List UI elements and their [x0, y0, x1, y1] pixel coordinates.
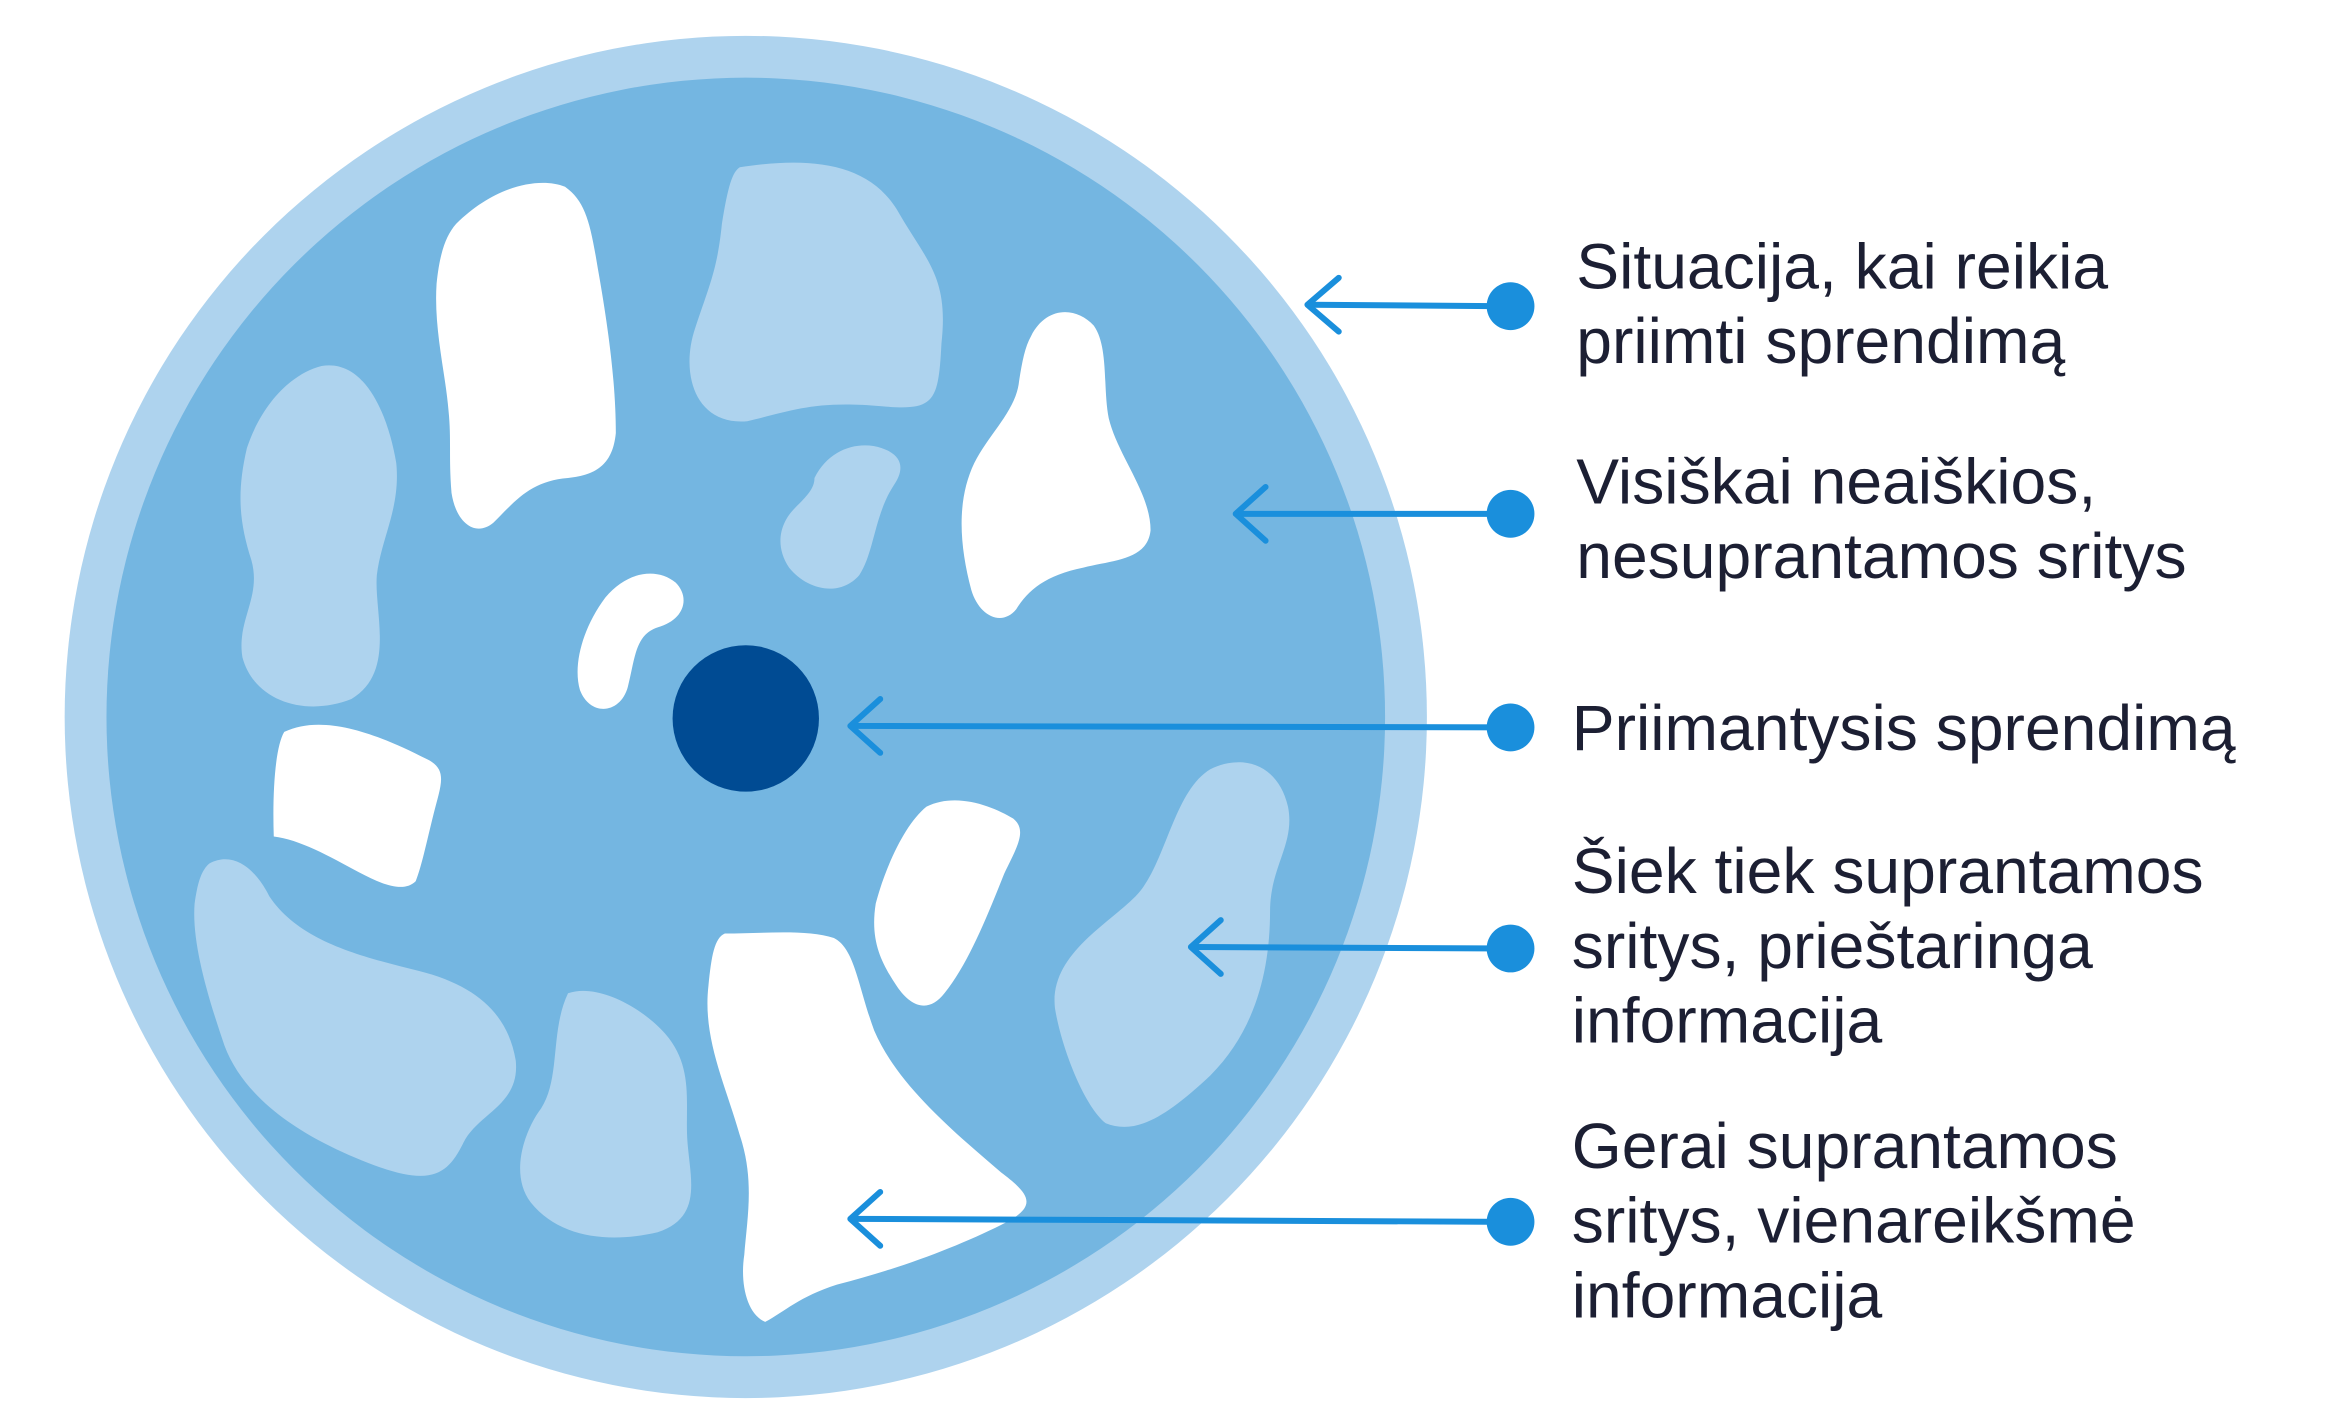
label-well-understood: Gerai suprantamos sritys, vienareikšmė i…	[1572, 1110, 2154, 1331]
white-blob	[577, 573, 684, 709]
connector-line	[853, 1215, 1510, 1225]
arrow-head-icon	[1187, 917, 1224, 977]
label-partially-understood: Šiek tiek suprantamos sritys, prieštarin…	[1572, 835, 2222, 1056]
connector-dot	[1486, 703, 1535, 752]
decision-maker-dot	[672, 645, 819, 792]
white-blob	[273, 724, 442, 887]
callout-partially-understood: Šiek tiek suprantamos sritys, prieštarin…	[1187, 835, 2222, 1057]
light-blob	[689, 162, 943, 422]
connector-line	[1193, 944, 1510, 952]
arrow-head-icon	[1304, 274, 1342, 335]
white-blob	[436, 182, 616, 529]
arrow-head-icon	[847, 1188, 884, 1249]
connector-line	[853, 722, 1510, 731]
connector-dot	[1486, 282, 1535, 331]
label-unclear-areas: Visiškai neaiškios, nesuprantamos sritys	[1576, 445, 2186, 592]
white-blob	[707, 932, 1027, 1322]
connector-dot	[1486, 1197, 1535, 1246]
light-blob	[520, 990, 692, 1238]
light-blob	[780, 445, 901, 589]
connector-dot	[1486, 924, 1535, 973]
light-blob	[240, 365, 397, 707]
light-blob	[1054, 762, 1290, 1127]
connector-line	[1310, 301, 1510, 310]
label-decision-maker: Priimantysis sprendimą	[1572, 692, 2236, 764]
light-blob	[194, 859, 517, 1176]
partially-understood-areas	[194, 162, 1290, 1238]
well-understood-areas	[273, 182, 1151, 1322]
callout-unclear-areas: Visiškai neaiškios, nesuprantamos sritys	[1232, 445, 2187, 592]
connector-dot	[1486, 489, 1535, 538]
white-blob	[874, 800, 1021, 1006]
arrow-head-icon	[847, 696, 884, 756]
callout-well-understood: Gerai suprantamos sritys, vienareikšmė i…	[847, 1110, 2154, 1331]
arrow-head-icon	[1232, 483, 1269, 544]
label-situation: Situacija, kai reikia priimti sprendimą	[1576, 230, 2126, 377]
callout-decision-maker: Priimantysis sprendimą	[847, 692, 2236, 764]
callout-situation: Situacija, kai reikia priimti sprendimą	[1304, 230, 2126, 377]
white-blob	[961, 312, 1151, 618]
